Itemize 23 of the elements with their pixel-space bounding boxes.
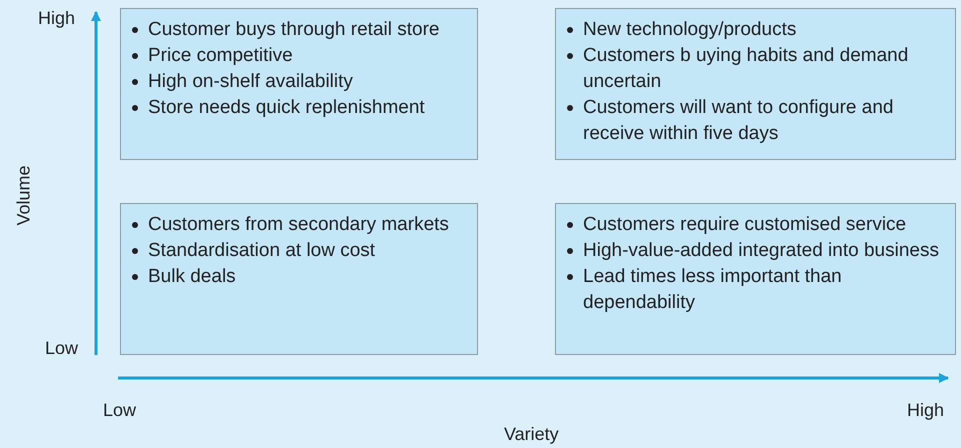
bullet-point: Customers from secondary markets — [131, 212, 469, 238]
bullet-point: Lead times less important than dependability — [566, 264, 947, 316]
bullet-point: Bulk deals — [131, 264, 469, 290]
bullet-point: Store needs quick replenishment — [131, 95, 469, 121]
bullet-point: Customers will want to configure and receive within five days — [566, 95, 947, 147]
bullet-point: New technology/products — [566, 17, 947, 43]
axis-title: Volume — [14, 165, 35, 226]
bullet-point: Standardisation at low cost — [131, 238, 469, 264]
quadrant-box — [120, 203, 478, 355]
bullet-point: Customers b uying habits and demand uncertain — [566, 43, 947, 95]
axis-title: Variety — [504, 424, 559, 445]
bullet-point: Customers require customised service — [566, 212, 947, 238]
quadrant-box — [555, 8, 956, 160]
quadrant-box — [555, 203, 956, 355]
bullet-point: High on-shelf availability — [131, 69, 469, 95]
bullet-point: Price competitive — [131, 43, 469, 69]
bullet-point: Customer buys through retail store — [131, 17, 469, 43]
axis-end-label: Low — [103, 400, 136, 421]
axis-end-label: High — [38, 8, 76, 29]
axis-end-label: Low — [45, 338, 78, 359]
bullet-point: High-value-added integrated into business — [566, 238, 947, 264]
axis-end-label: High — [907, 400, 944, 421]
quadrant-box — [120, 8, 478, 160]
